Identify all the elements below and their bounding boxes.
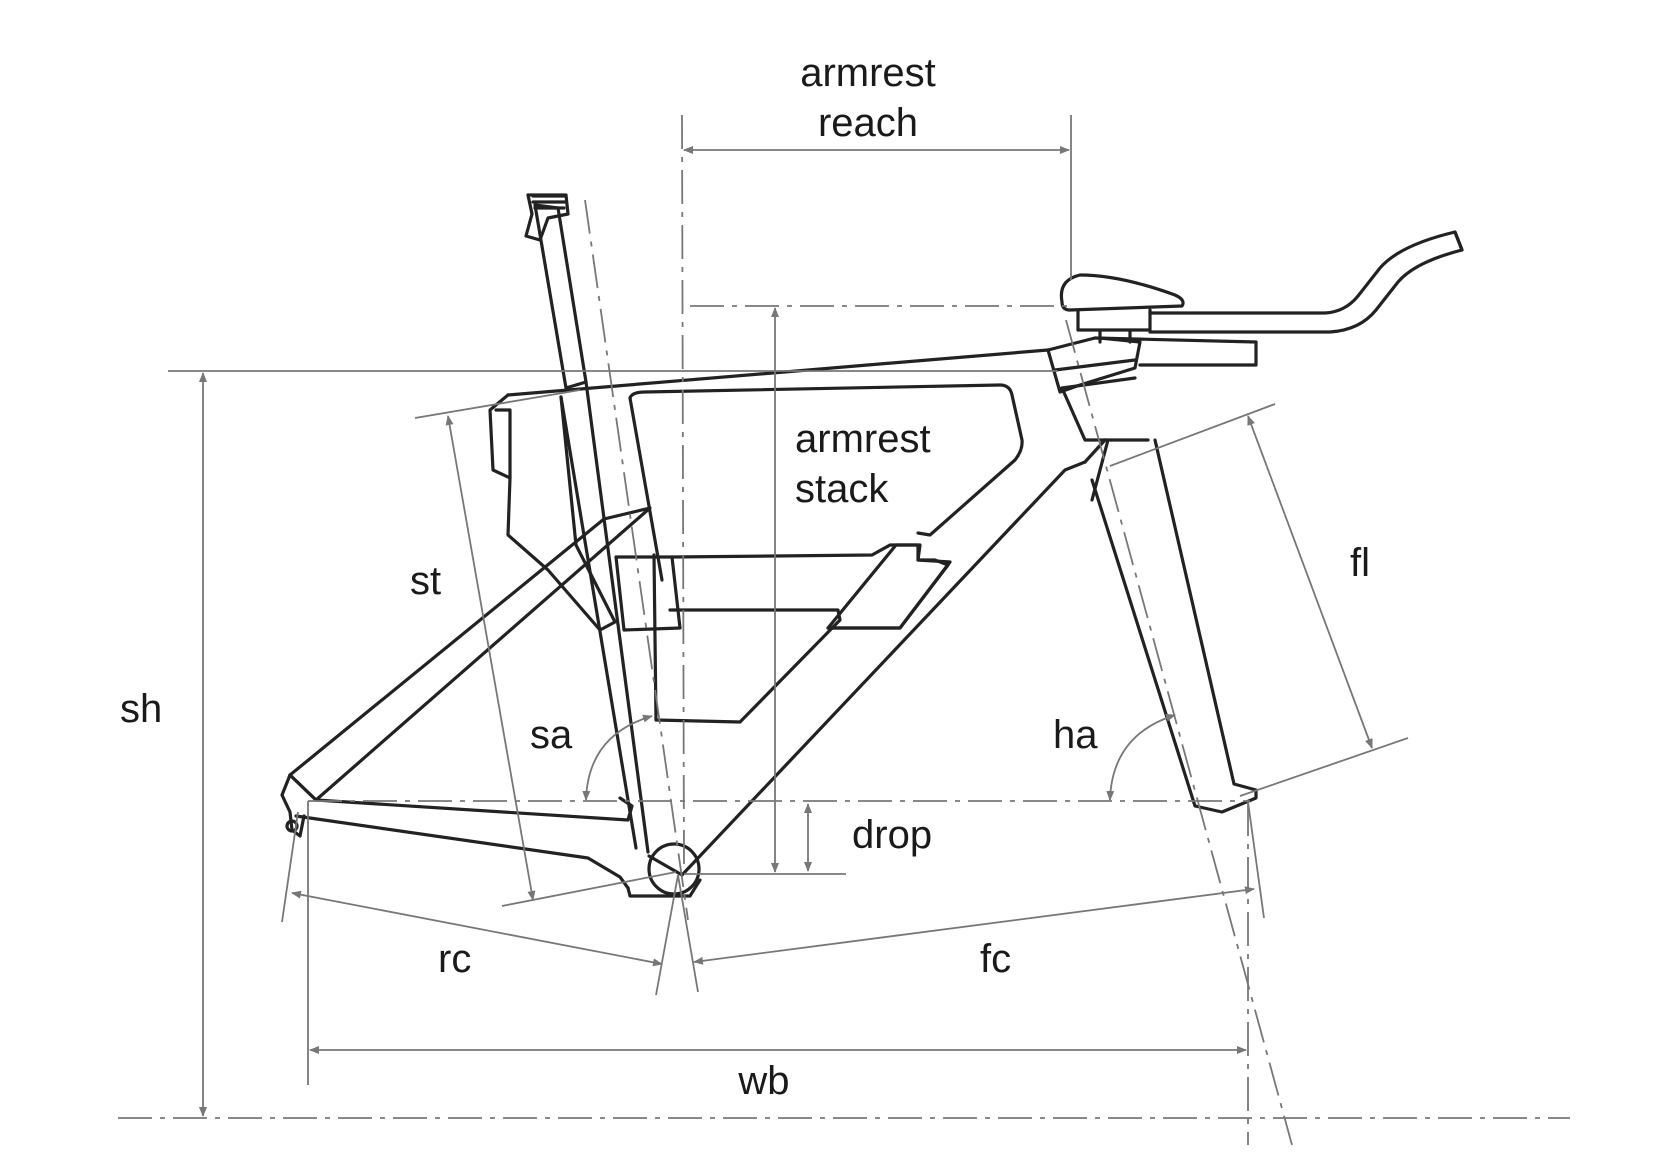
bottle-cage-body (670, 543, 950, 630)
labels: armrest reach armrest stack st sh sa ha … (120, 51, 1370, 1103)
ha-label: ha (1053, 713, 1098, 757)
down-tube-inner (1083, 438, 1107, 464)
steering-axis-line (1065, 319, 1293, 1146)
fc-ext-front (1247, 801, 1265, 919)
stem (1046, 336, 1142, 394)
extension-bar (1148, 230, 1464, 334)
down-tube (680, 438, 1110, 877)
seat-tube (559, 380, 650, 854)
bike-frame (280, 193, 1464, 898)
frame-window-left (628, 396, 664, 582)
bottle-cage-right (826, 543, 952, 630)
fl-label: fl (1350, 541, 1370, 585)
fl-ext-top (1109, 403, 1276, 467)
rear-axle (285, 819, 299, 833)
rc-ext-bb (655, 874, 679, 996)
head-tube (1060, 386, 1150, 442)
base-bar (1093, 336, 1258, 367)
dimensions (168, 115, 1409, 1117)
storage-box-tab (494, 408, 512, 480)
fc-label: fc (980, 937, 1011, 981)
bb-vertical-line (681, 114, 685, 871)
st-dimension (445, 415, 536, 901)
centerlines (118, 114, 1570, 1146)
sh-label: sh (120, 687, 162, 731)
armrest-pad (1059, 273, 1185, 312)
rc-dimension (291, 890, 663, 967)
fl-ext-bottom (1239, 737, 1409, 797)
bottle-cage-left (614, 555, 682, 632)
st-ext-top (414, 389, 581, 419)
armrest-reach-label-1: armrest (800, 51, 936, 95)
seat-axis-line (584, 199, 689, 921)
st-label: st (410, 559, 441, 603)
chain-stay (288, 773, 634, 890)
saddle-clamp (531, 194, 568, 210)
armrest-stack-label-1: armrest (795, 417, 931, 461)
sa-arc (582, 714, 653, 801)
fork (1090, 438, 1258, 814)
sa-label: sa (530, 713, 573, 757)
fc-ext-bb (677, 874, 699, 993)
fl-dimension (1247, 415, 1373, 749)
seatpost-head (524, 193, 570, 242)
headset (1053, 358, 1137, 390)
armrest-reach-label-2: reach (818, 101, 918, 145)
armrest-bracket (1076, 308, 1152, 344)
ha-arc (1106, 713, 1176, 801)
armrest-stack-label-2: stack (795, 467, 889, 511)
extension-end (1453, 230, 1464, 252)
fc-dimension (693, 886, 1255, 965)
rc-ext-rear (281, 811, 299, 923)
rc-label: rc (438, 937, 471, 981)
wb-label: wb (737, 1059, 789, 1103)
drop-label: drop (852, 813, 932, 857)
